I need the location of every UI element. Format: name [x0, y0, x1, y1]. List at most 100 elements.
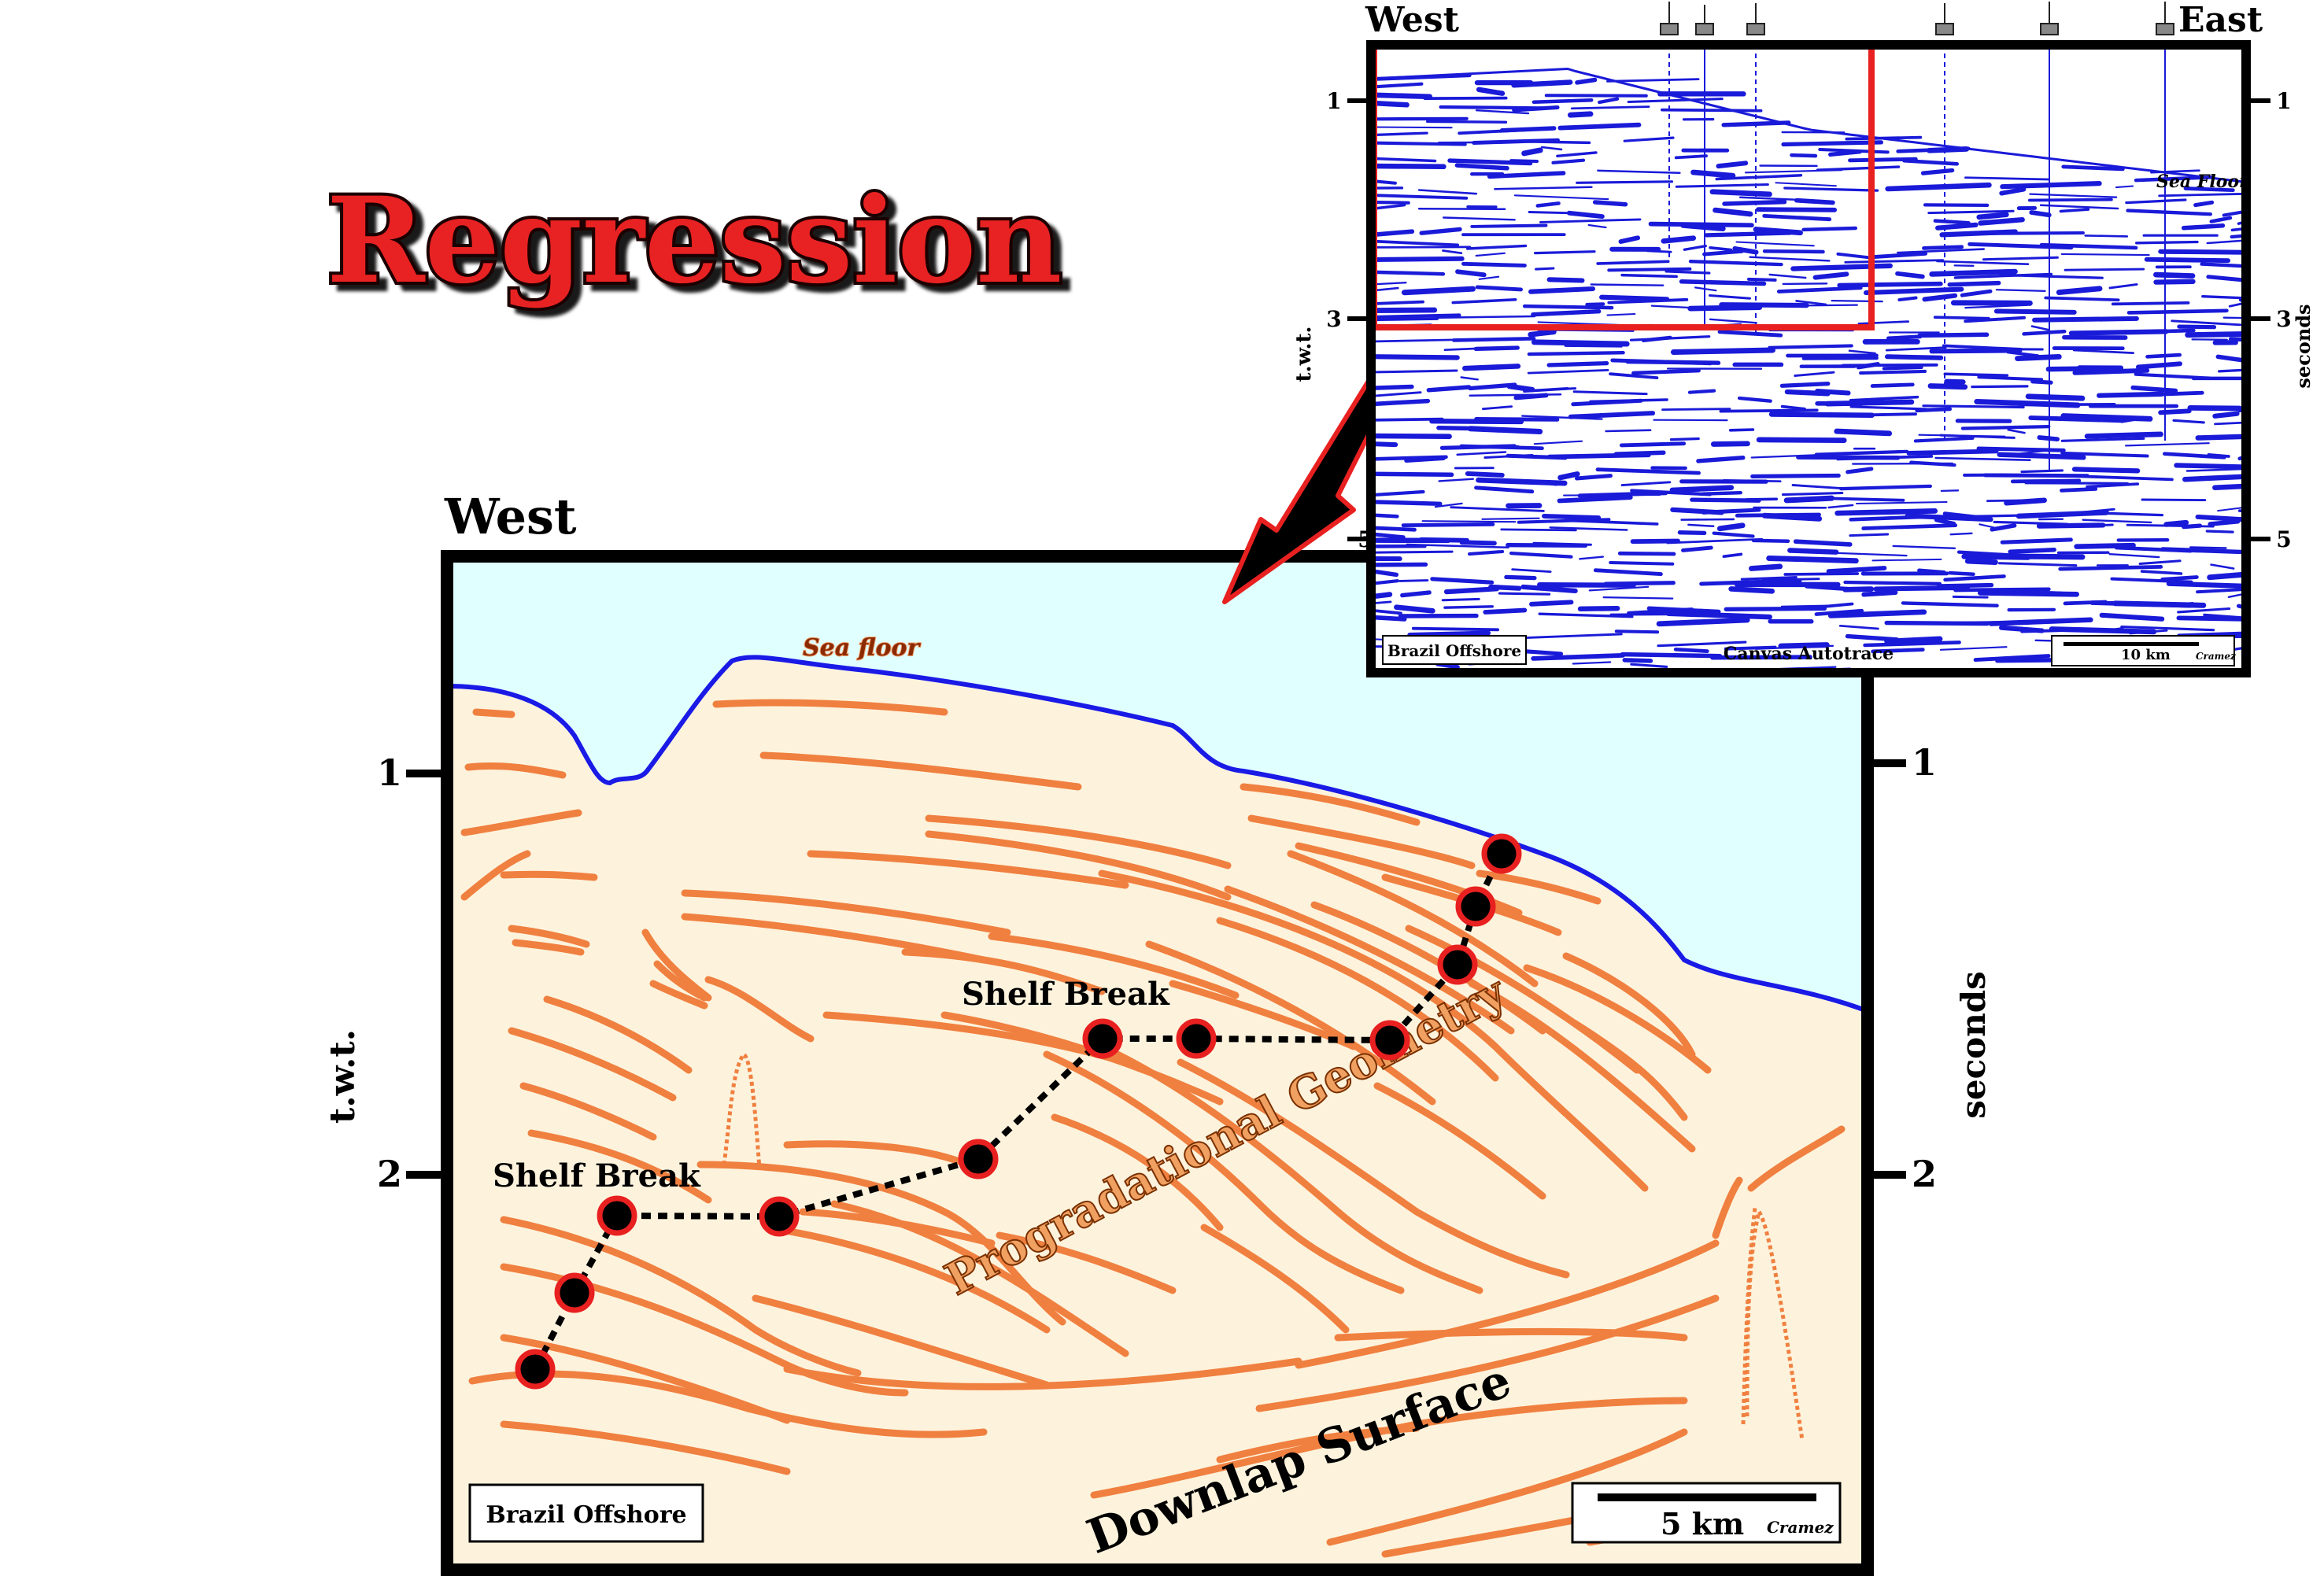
seismic-reflection	[1618, 235, 1641, 244]
seismic-reflection	[1371, 157, 1437, 163]
seismic-reflection	[2037, 435, 2060, 442]
main-left-axis-title: t.w.t.	[323, 1029, 363, 1124]
seismic-reflection	[1922, 293, 1958, 302]
seismic-reflection	[1506, 383, 1535, 393]
inset-left-axis	[1347, 98, 1366, 541]
seismic-reflection	[1715, 174, 1803, 181]
seismic-reflection	[1606, 312, 1636, 316]
seismic-reflection	[1709, 294, 1751, 300]
seismic-reflection	[1524, 633, 1623, 640]
scale-box	[1571, 1482, 1842, 1544]
seismic-reflection	[1998, 562, 2078, 567]
seismic-reflection	[1873, 585, 1971, 592]
seismic-reflection	[1848, 349, 1876, 355]
seismic-reflection	[1827, 609, 1927, 618]
shelf-break-marker	[1481, 833, 1522, 874]
seismic-reflection	[2022, 330, 2067, 336]
inset-sea-floor-label: Sea Floor	[2156, 172, 2249, 192]
seismic-reflection	[1722, 199, 1787, 206]
seismic-reflection	[2145, 353, 2182, 359]
seismic-reflection	[1630, 538, 1680, 545]
seismic-reflection	[1756, 437, 1847, 443]
seismic-reflection	[2203, 613, 2246, 620]
inset-right-tick-5: 5	[2276, 526, 2291, 552]
seismic-reflection	[1780, 404, 1806, 411]
seismic-reflection	[1790, 263, 1893, 271]
shelf-break-marker	[597, 1195, 637, 1236]
seismic-reflection	[1468, 549, 1505, 556]
seismic-reflection	[1964, 304, 2028, 309]
seismic-reflection	[2074, 542, 2136, 549]
shelf-break-marker	[554, 1272, 595, 1313]
seismic-reflection	[1839, 484, 1932, 491]
seismic-reflection	[1687, 523, 1715, 528]
seismic-reflection	[1722, 552, 1743, 559]
seismic-reflection	[1371, 116, 1469, 121]
seismic-reflection	[1462, 364, 1521, 371]
seismic-reflection	[1371, 526, 1417, 532]
seismic-reflection	[2163, 452, 2226, 460]
seismic-reflection	[1588, 585, 1650, 592]
seismic-reflection	[1929, 348, 2023, 354]
inset-west-label: West	[1365, 0, 1460, 40]
seismic-reflection	[1617, 551, 1676, 556]
seismic-reflection	[1749, 256, 1831, 262]
seismic-reflection	[1848, 157, 1918, 163]
seismic-reflection	[1595, 467, 1701, 475]
seismic-reflection	[1592, 200, 1628, 207]
seismic-reflection	[1999, 186, 2027, 196]
seismic-reflection	[1426, 120, 1508, 124]
inset-left-axis-title: t.w.t.	[1292, 327, 1316, 382]
seismic-reflection	[1529, 600, 1574, 607]
seismic-reflection	[2171, 319, 2242, 327]
seismic-reflection	[1597, 169, 1681, 175]
shelf-break-marker	[1369, 1020, 1410, 1061]
seismic-reflection	[1602, 596, 1674, 600]
location-box	[468, 1483, 704, 1543]
seismic-reflection	[1441, 597, 1480, 602]
seismic-reflection	[1936, 260, 2030, 265]
seismic-reflection	[1661, 235, 1697, 244]
seismic-reflection	[2100, 511, 2164, 517]
seismic-reflection	[1709, 246, 1733, 252]
seismic-reflection	[1795, 300, 1827, 306]
inset-scale-bar	[2064, 642, 2199, 646]
seismic-reflection	[1478, 275, 1500, 280]
seismic-reflection	[1641, 335, 1672, 343]
seismic-reflection	[1371, 489, 1425, 497]
seismic-reflection	[2068, 329, 2169, 336]
seismic-reflection	[1459, 540, 1497, 546]
seismic-reflection	[1680, 222, 1726, 232]
seismic-reflection	[1371, 338, 1461, 343]
seismic-reflection	[2130, 385, 2178, 393]
platform-icon	[1746, 3, 1765, 35]
seismic-reflection	[1596, 260, 1670, 265]
seismic-reflection	[1531, 339, 1630, 347]
seismic-reflection	[2182, 523, 2203, 530]
main-right-tick-2: 2	[1912, 1153, 1937, 1195]
page-title: Regression	[327, 172, 1062, 310]
seismic-reflection	[1614, 629, 1660, 634]
seismic-reflection	[2201, 295, 2246, 300]
seismic-reflection	[1710, 441, 1750, 447]
main-panel-frame	[441, 550, 1874, 1576]
seismic-reflection	[1688, 260, 1783, 267]
seismic-reflection	[1778, 642, 1830, 649]
shelf-break-marker	[1437, 944, 1478, 985]
seismic-reflection	[1933, 316, 1990, 320]
seismic-reflection	[1960, 289, 1993, 297]
seismic-reflection	[1859, 369, 1927, 375]
seismic-reflection	[1443, 216, 1516, 221]
seismic-reflection	[1842, 586, 1875, 592]
seismic-reflection	[1690, 169, 1736, 179]
platform-icon	[1935, 3, 1954, 35]
seismic-reflection	[2060, 413, 2153, 422]
seismic-reflection	[1814, 449, 1909, 456]
seismic-reflection	[1864, 286, 1964, 295]
seismic-reflection	[1940, 489, 1960, 493]
seismic-reflection	[1511, 79, 1573, 88]
seismic-reflection	[1371, 562, 1428, 567]
seismic-reflection	[1421, 520, 1517, 523]
seismic-reflection	[1933, 219, 1971, 225]
inset-right-tick-1: 1	[2276, 88, 2291, 114]
